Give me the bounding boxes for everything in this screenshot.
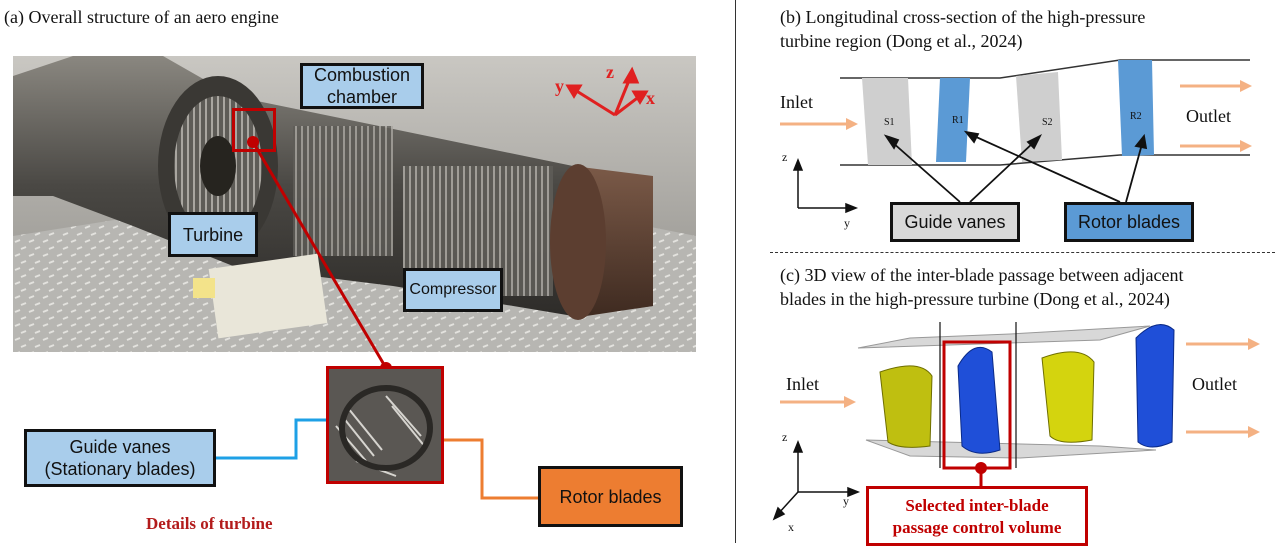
axis-c-y: y [843, 494, 849, 508]
axis-c-x: x [788, 520, 794, 534]
rotor-blades-label-b: Rotor blades [1064, 202, 1194, 242]
outlet-label-c: Outlet [1192, 374, 1237, 394]
axis-b-y: y [844, 216, 850, 230]
panel-c-caption-1: (c) 3D view of the inter-blade passage b… [780, 265, 1184, 285]
selected-passage-line1: Selected inter-blade [905, 496, 1049, 515]
axis-c-z: z [782, 430, 788, 444]
blade-label-s1: S1 [884, 117, 895, 128]
outlet-label-b: Outlet [1186, 106, 1231, 126]
inlet-label-c: Inlet [786, 374, 819, 394]
passage-3d-diagram [772, 322, 1260, 521]
rotor-blades-label-a: Rotor blades [538, 466, 683, 527]
axis-a-y: y [555, 76, 564, 96]
panel-b-caption-2: turbine region (Dong et al., 2024) [780, 31, 1023, 51]
vertical-divider [735, 0, 736, 543]
panel-b-caption-1: (b) Longitudinal cross-section of the hi… [780, 7, 1146, 27]
selected-passage-line2: passage control volume [892, 518, 1062, 537]
axis-a-x: x [646, 88, 655, 108]
blade-label-r1: R1 [952, 115, 964, 126]
axes-a [565, 66, 649, 117]
turbine-label: Turbine [168, 212, 258, 257]
cross-section-diagram [780, 59, 1252, 214]
turbine-detail-frame [326, 366, 444, 484]
combustion-chamber-label: Combustion chamber [300, 63, 424, 109]
guide-vanes-label-b: Guide vanes [890, 202, 1020, 242]
blade-label-r2: R2 [1130, 111, 1142, 122]
selected-passage-label: Selected inter-blade passage control vol… [866, 486, 1088, 546]
compressor-label: Compressor [403, 268, 503, 312]
axis-b-z: z [782, 150, 788, 164]
blade-label-s2: S2 [1042, 117, 1053, 128]
inlet-label-b: Inlet [780, 92, 813, 112]
axis-a-z: z [606, 62, 614, 82]
turbine-detail-image [326, 366, 444, 484]
panel-c-caption-2: blades in the high-pressure turbine (Don… [780, 289, 1170, 309]
panel-a-caption: (a) Overall structure of an aero engine [4, 7, 279, 27]
horizontal-divider [770, 252, 1275, 253]
turbine-highlight [232, 108, 276, 152]
details-of-turbine-caption: Details of turbine [146, 514, 273, 533]
guide-vanes-label-a: Guide vanes (Stationary blades) [24, 429, 216, 487]
